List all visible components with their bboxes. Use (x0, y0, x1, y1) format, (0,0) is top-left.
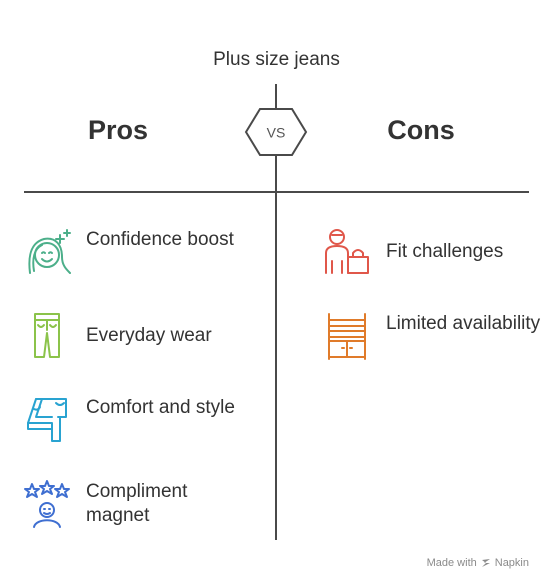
shopper-bag-icon (325, 229, 369, 274)
pros-item-label: Compliment magnet (86, 481, 188, 526)
napkin-logo-icon (481, 559, 490, 567)
pros-item-label: Everyday wear (86, 325, 212, 346)
pros-item-confidence (22, 227, 72, 282)
vertical-divider (275, 84, 277, 540)
pros-item-label: Comfort and style (86, 397, 235, 418)
napkin-brand: Napkin (494, 557, 529, 569)
folded-jeans-icon (27, 398, 67, 442)
jeans-icon (34, 313, 60, 358)
cons-item-availability (322, 311, 372, 366)
horizontal-divider (24, 191, 529, 193)
cons-item-label: Fit challenges (386, 241, 504, 262)
vs-badge: VS (244, 108, 308, 156)
made-with-text: Made with (426, 557, 477, 569)
cons-item-fit (322, 227, 372, 282)
cons-item-label: Limited availability (386, 313, 541, 334)
store-shelf-icon (328, 313, 366, 360)
vs-label: VS (267, 125, 286, 141)
napkin-attribution[interactable]: Made with Napkin (427, 557, 529, 569)
pros-item-comfort (22, 395, 72, 450)
stars-person-icon (24, 480, 70, 528)
pros-heading: Pros (87, 115, 149, 145)
smiling-face-icon (28, 229, 71, 274)
diagram-title: Plus size jeans (213, 49, 340, 70)
pros-item-compliment (22, 480, 72, 535)
pros-item-everyday (22, 311, 72, 366)
cons-heading: Cons (387, 115, 455, 145)
pros-item-label: Confidence boost (86, 229, 234, 250)
